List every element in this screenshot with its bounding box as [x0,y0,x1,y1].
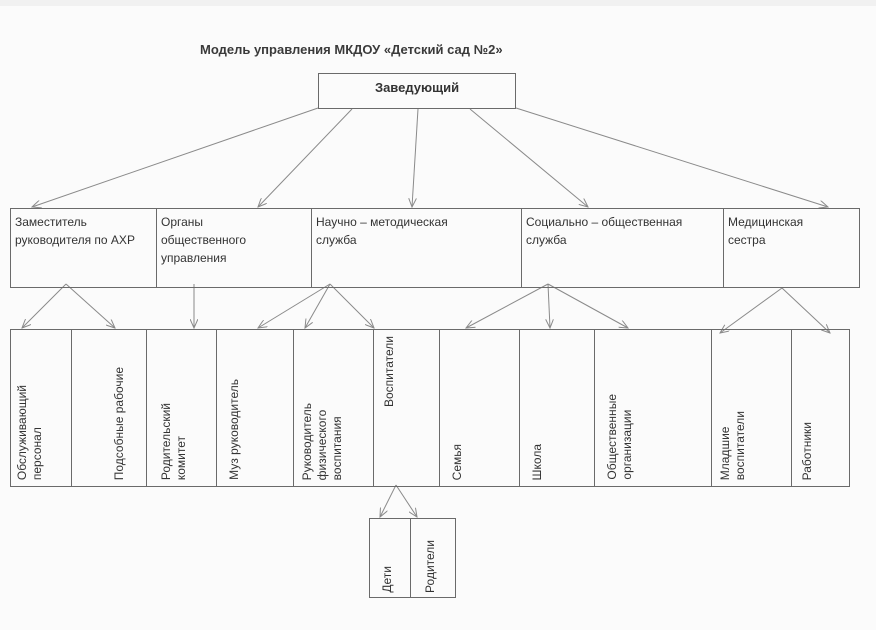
edge-medical-workers [781,287,830,333]
node-medical-nurse-label: Медицинская сестра [728,215,804,247]
level2-row: Заместитель руководителя по АХР Органы о… [10,208,860,288]
edge-root-social [469,108,588,207]
node-junior-teachers: Младшие воспитатели [711,330,791,486]
edge-social-org [547,283,628,328]
node-employees: Работники [791,330,849,486]
edge-teachers-children [380,484,397,517]
node-phys-ed-head-label: Руководитель физического воспитания [300,402,344,480]
edge-root-public [258,108,353,207]
node-public-organizations: Общественные организации [594,330,711,486]
edge-method-music [258,283,331,328]
node-parents-label: Родители [423,540,437,593]
node-social-service-label: Социально – общественная служба [526,215,683,247]
level4-row: Дети Родители [369,518,456,598]
node-family: Семья [439,330,519,486]
node-auxiliary-workers-label: Подсобные рабочие [112,366,126,480]
node-music-director-label: Муз руководитель [227,379,241,480]
edge-medical-junior [720,287,783,333]
level3-row: Обслуживающий персонал Подсобные рабочие… [10,329,850,487]
node-public-governance-label: Органы общественного управления [161,215,247,265]
edge-deputy-staff [22,283,67,328]
node-teachers: Воспитатели [373,330,439,486]
edge-method-phys [305,283,331,328]
edge-teachers-parents [395,484,417,517]
node-social-service: Социально – общественная служба [521,209,723,287]
node-parents: Родители [410,519,455,597]
node-phys-ed-head: Руководитель физического воспитания [293,330,373,486]
diagram-title: Модель управления МКДОУ «Детский сад №2» [200,42,503,57]
root-node-head: Заведующий [318,73,516,109]
edge-root-method [412,108,419,207]
node-employees-label: Работники [800,421,814,480]
edge-deputy-workers [65,283,115,328]
node-methodical-service-label: Научно – методическая служба [316,215,448,247]
node-school-label: Школа [530,443,544,480]
node-deputy-ahr-label: Заместитель руководителя по АХР [15,215,135,247]
node-parent-committee-label: Родительский комитет [159,402,188,480]
node-service-staff-label: Обслуживающий персонал [15,384,44,480]
edge-social-family [466,283,549,328]
edge-method-teachers [329,283,374,328]
node-family-label: Семья [450,443,464,480]
node-public-organizations-label: Общественные организации [605,394,634,480]
node-teachers-label: Воспитатели [382,336,396,407]
node-parent-committee: Родительский комитет [146,330,216,486]
node-school: Школа [519,330,594,486]
node-deputy-ahr: Заместитель руководителя по АХР [11,209,156,287]
node-music-director: Муз руководитель [216,330,293,486]
node-auxiliary-workers: Подсобные рабочие [71,330,146,486]
node-junior-teachers-label: Младшие воспитатели [718,410,747,480]
node-children-label: Дети [380,566,394,593]
node-public-governance: Органы общественного управления [156,209,311,287]
node-medical-nurse: Медицинская сестра [723,209,859,287]
node-service-staff: Обслуживающий персонал [11,330,71,486]
edge-root-medical [515,107,828,207]
scan-edge [0,0,876,6]
edge-social-school [548,283,550,328]
node-children: Дети [370,519,410,597]
node-methodical-service: Научно – методическая служба [311,209,521,287]
edge-root-deputy [32,107,319,207]
